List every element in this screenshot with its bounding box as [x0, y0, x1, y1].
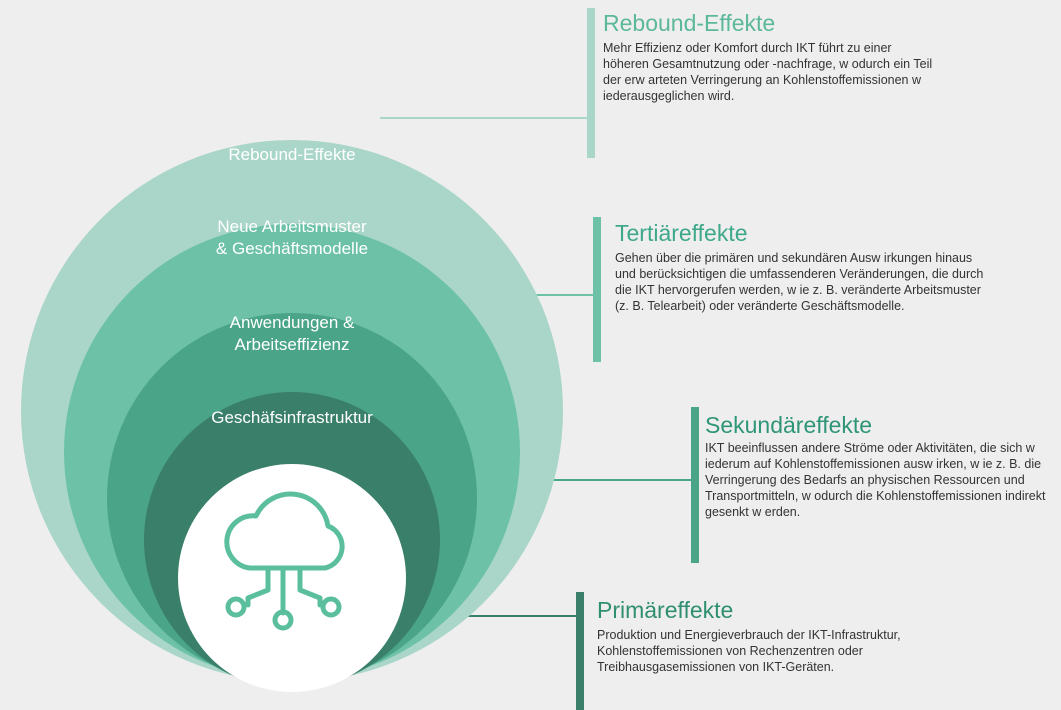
panel-text-tertiary: Gehen über die primären und sekundären A… [615, 251, 984, 313]
center-disc [178, 464, 406, 692]
panel-text-primary: Produktion und Energieverbrauch der IKT-… [597, 628, 901, 674]
ring-label-tertiary: Neue Arbeitsmuster & Geschäftsmodelle [215, 217, 369, 258]
panel-tertiary: Tertiäreffekte Gehen über die primären u… [593, 217, 993, 362]
panel-title-secondary: Sekundäreffekte [705, 412, 873, 438]
panel-title-rebound: Rebound-Effekte [603, 10, 776, 36]
ring-label-primary: Geschäfsinfrastruktur [211, 408, 373, 427]
ring-label-secondary: Anwendungen & Arbeitseffizienz [229, 313, 355, 354]
panel-rebound: Rebound-Effekte Mehr Effizienz oder Komf… [587, 8, 937, 158]
panel-title-primary: Primäreffekte [597, 597, 734, 623]
panel-title-tertiary: Tertiäreffekte [615, 220, 748, 246]
panel-secondary: Sekundäreffekte IKT beeinflussen andere … [691, 407, 1059, 563]
panel-primary: Primäreffekte Produktion und Energieverb… [576, 592, 916, 710]
cloud-network-icon [224, 491, 345, 631]
ring-label-rebound: Rebound-Effekte [228, 145, 356, 164]
panel-text-secondary: IKT beeinflussen andere Ströme oder Akti… [705, 441, 1046, 519]
panel-text-rebound: Mehr Effizienz oder Komfort durch IKT fü… [603, 41, 933, 103]
